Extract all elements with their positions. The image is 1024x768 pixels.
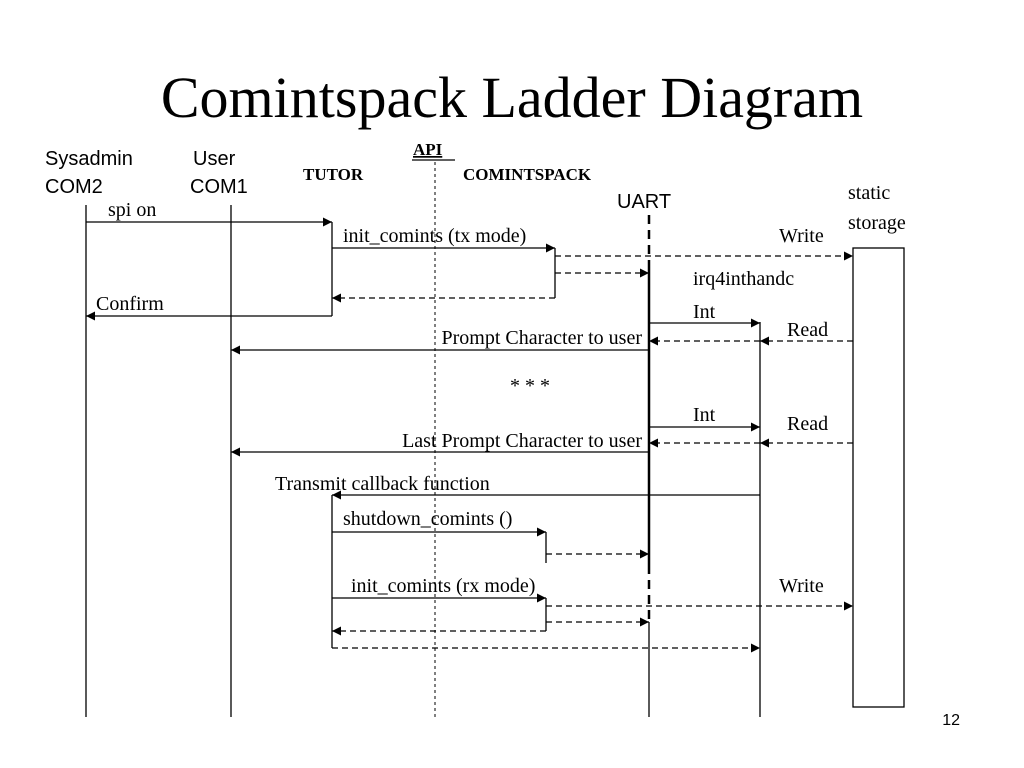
msg-read-2-label: Read — [787, 413, 828, 435]
msg-confirm-label: Confirm — [96, 293, 164, 315]
lane-label-com2: COM2 — [45, 176, 103, 198]
msg-read-1-label: Read — [787, 319, 828, 341]
msg-transmit-callback-label: Transmit callback function — [275, 473, 490, 495]
msg-int-1-label: Int — [693, 301, 716, 323]
msg-write-2-label: Write — [779, 575, 824, 597]
lane-label-comintspack: COMINTSPACK — [463, 165, 592, 184]
lane-label-storage: storage — [848, 212, 906, 234]
msg-shutdown-label: shutdown_comints () — [343, 508, 512, 530]
lane-label-api: API — [413, 140, 443, 159]
lane-label-static: static — [848, 182, 890, 204]
lane-label-user: User — [193, 148, 236, 170]
ellipsis: * * * — [510, 375, 550, 397]
lane-label-tutor: TUTOR — [303, 165, 364, 184]
page-title: Comintspack Ladder Diagram — [161, 65, 863, 130]
msg-prompt-label: Prompt Character to user — [442, 327, 643, 349]
msg-init-tx-label: init_comints (tx mode) — [343, 225, 526, 247]
lane-label-com1: COM1 — [190, 176, 248, 198]
lane-label-uart: UART — [617, 191, 671, 213]
page-number: 12 — [942, 712, 960, 729]
static-storage-box — [852, 247, 905, 708]
msg-int-2-label: Int — [693, 404, 716, 426]
msg-write-1-label: Write — [779, 225, 824, 247]
msg-spi-on-label: spi on — [108, 199, 156, 221]
msg-last-prompt-label: Last Prompt Character to user — [402, 430, 642, 452]
msg-init-rx-label: init_comints (rx mode) — [351, 575, 535, 597]
lane-label-sysadmin: Sysadmin — [45, 148, 133, 170]
msg-irq-label: irq4inthandc — [693, 268, 794, 290]
